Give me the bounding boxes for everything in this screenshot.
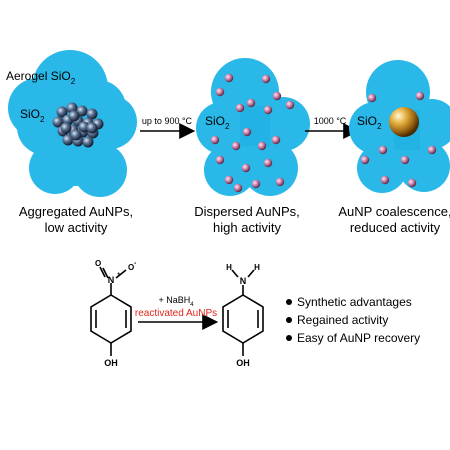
aggregated-nanoparticle bbox=[68, 110, 80, 122]
coalesced-cluster: SiO2 bbox=[349, 60, 450, 193]
aggregated-nanoparticle bbox=[86, 122, 98, 134]
bullet-icon bbox=[286, 317, 292, 323]
reactant-nitrogen: N bbox=[108, 275, 115, 285]
arrow-heating-900: up to 900 °C bbox=[140, 116, 196, 139]
benefit-item: Easy of AuNP recovery bbox=[297, 331, 420, 345]
silica-sphere bbox=[222, 110, 282, 170]
silica-sphere bbox=[366, 60, 430, 124]
reactant-plus-charge: + bbox=[117, 272, 121, 278]
dispersed-cluster: SiO2 bbox=[196, 58, 310, 196]
dispersed-nanoparticles bbox=[210, 73, 295, 193]
aggregated-nanoparticle bbox=[60, 122, 72, 134]
aggregated-nanoparticle bbox=[78, 121, 90, 133]
dispersed-nanoparticle bbox=[261, 74, 271, 84]
residual-nanoparticle bbox=[380, 175, 390, 185]
dispersed-nanoparticle bbox=[235, 103, 245, 113]
residual-nanoparticle bbox=[400, 155, 410, 165]
arrow-900-label: up to 900 °C bbox=[142, 116, 193, 126]
arrow-heating-1000: 1000 °C bbox=[305, 116, 360, 139]
coalesced-gold-particle bbox=[389, 107, 419, 137]
reactant-oxygen-minus: O bbox=[128, 263, 134, 272]
aggregated-nanoparticle bbox=[62, 134, 74, 146]
caption-aggregated-line2: low activity bbox=[45, 220, 108, 235]
dispersed-nanoparticle bbox=[251, 179, 261, 189]
reactant-minus-charge: - bbox=[134, 260, 137, 267]
residual-nanoparticle bbox=[407, 178, 417, 188]
dispersed-nanoparticle bbox=[272, 91, 282, 101]
bullet-icon bbox=[286, 335, 292, 341]
residual-nanoparticle bbox=[378, 145, 388, 155]
bullet-icon bbox=[286, 299, 292, 305]
dispersed-nanoparticle bbox=[285, 100, 295, 110]
sio2-label-coalesced: SiO2 bbox=[357, 114, 382, 131]
dispersed-nanoparticle bbox=[263, 105, 273, 115]
dispersed-nanoparticle bbox=[210, 135, 220, 145]
reactant-hydroxyl: OH bbox=[104, 358, 118, 368]
reagent-label: + NaBH4 bbox=[158, 295, 194, 308]
aggregated-nanoparticles bbox=[52, 102, 104, 148]
dispersed-nanoparticle bbox=[233, 183, 243, 193]
arrow-1000-label: 1000 °C bbox=[314, 116, 347, 126]
aggregated-cluster: Aerogel SiO2 SiO2 bbox=[6, 50, 137, 197]
product-hydrogen-left: H bbox=[226, 263, 232, 272]
residual-nanoparticle bbox=[415, 91, 425, 101]
caption-coalesced-line1: AuNP coalescence, bbox=[338, 204, 450, 219]
dispersed-nanoparticle bbox=[257, 141, 267, 151]
dispersed-nanoparticle bbox=[275, 177, 285, 187]
aerogel-label: Aerogel SiO2 bbox=[6, 69, 76, 86]
aggregated-nanoparticle bbox=[70, 129, 82, 141]
aggregated-nanoparticle bbox=[76, 105, 88, 117]
aggregated-nanoparticle bbox=[52, 116, 64, 128]
dispersed-nanoparticle bbox=[224, 175, 234, 185]
product-nitrogen: N bbox=[240, 276, 247, 286]
dispersed-nanoparticle bbox=[215, 155, 225, 165]
product-hydroxyl: OH bbox=[236, 358, 250, 368]
residual-nanoparticle bbox=[360, 155, 370, 165]
product-aminophenol bbox=[222, 269, 264, 356]
dispersed-nanoparticle bbox=[246, 98, 256, 108]
dispersed-nanoparticle bbox=[263, 158, 273, 168]
reactant-nitrophenol bbox=[90, 266, 132, 356]
dispersed-nanoparticle bbox=[242, 127, 252, 137]
caption-dispersed-line1: Dispersed AuNPs, bbox=[194, 204, 300, 219]
dispersed-nanoparticle bbox=[241, 163, 251, 173]
sio2-label: SiO2 bbox=[20, 107, 45, 124]
aggregated-nanoparticle bbox=[56, 106, 68, 118]
benefit-item: Synthetic advantages bbox=[297, 295, 412, 309]
caption-aggregated-line1: Aggregated AuNPs, bbox=[19, 204, 133, 219]
dispersed-nanoparticle bbox=[215, 87, 225, 97]
reactant-oxygen: O bbox=[95, 259, 101, 268]
product-hydrogen-right: H bbox=[254, 263, 260, 272]
dispersed-nanoparticle bbox=[224, 73, 234, 83]
caption-dispersed-line2: high activity bbox=[213, 220, 281, 235]
aggregated-nanoparticle bbox=[86, 108, 98, 120]
dispersed-nanoparticle bbox=[271, 135, 281, 145]
sio2-label-dispersed: SiO2 bbox=[205, 114, 230, 131]
caption-coalesced-line2: reduced activity bbox=[350, 220, 441, 235]
residual-nanoparticle bbox=[427, 145, 437, 155]
residual-nanoparticles bbox=[360, 91, 437, 188]
residual-nanoparticle bbox=[367, 93, 377, 103]
benefits-list: Synthetic advantages Regained activity E… bbox=[286, 295, 420, 345]
dispersed-nanoparticle bbox=[231, 141, 241, 151]
catalyst-label: reactivated AuNPs bbox=[135, 308, 217, 319]
aggregated-nanoparticle bbox=[82, 136, 94, 148]
benefit-item: Regained activity bbox=[297, 313, 388, 327]
